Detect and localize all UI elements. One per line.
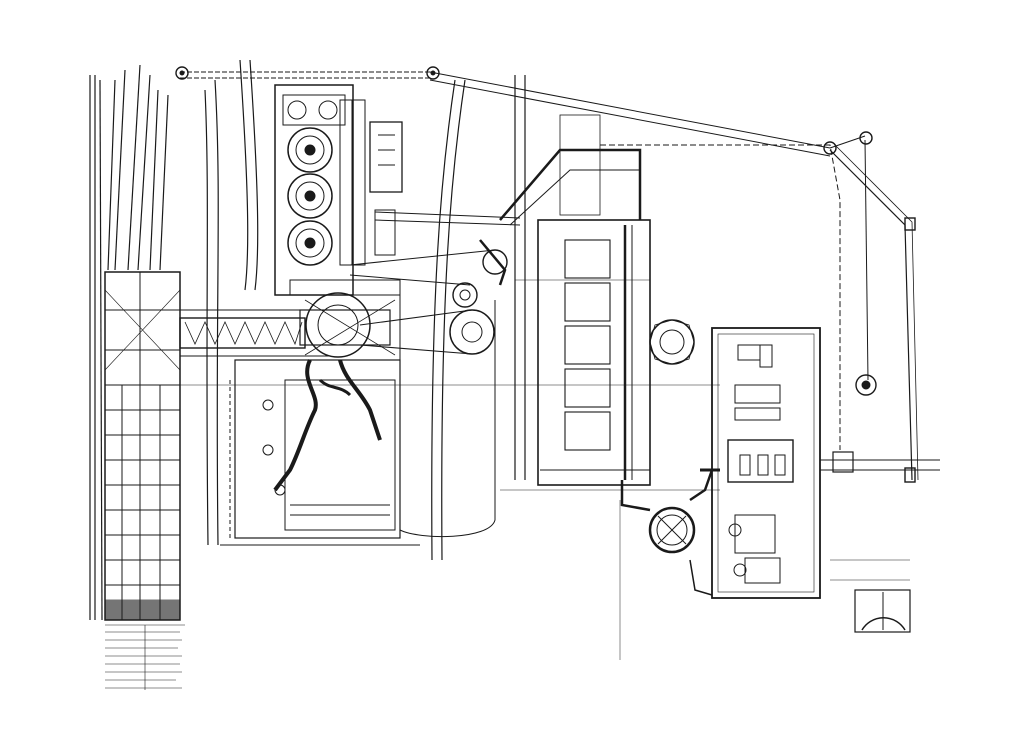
north-arrow-symbol <box>854 589 911 633</box>
dimension-lines <box>180 279 910 660</box>
gear-house <box>274 84 403 296</box>
lower-building <box>220 280 496 546</box>
belt-drives <box>349 211 521 355</box>
conveyor <box>179 309 330 357</box>
engine-room <box>700 327 821 599</box>
title-block <box>105 624 185 690</box>
central-machinery <box>262 279 401 496</box>
railway-tracks <box>89 59 526 621</box>
wharf-grid <box>104 271 181 621</box>
transmission-line <box>175 66 940 483</box>
chimney <box>649 319 695 365</box>
boiler-house <box>499 114 651 486</box>
tank <box>620 469 714 596</box>
